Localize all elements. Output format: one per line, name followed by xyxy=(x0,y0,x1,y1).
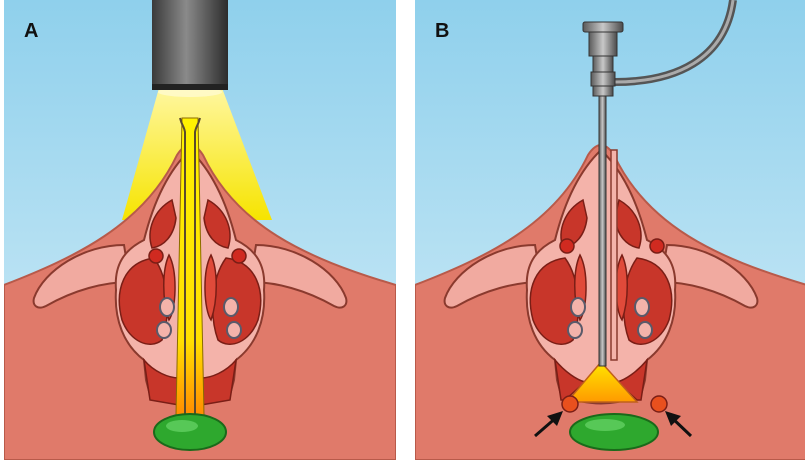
left-ethmoid-cell-1 xyxy=(571,298,585,316)
left-carotid-circle xyxy=(562,396,578,412)
right-carotid-circle xyxy=(651,396,667,412)
pituitary-tumor xyxy=(154,414,226,450)
tumor-highlight xyxy=(166,420,198,432)
panel-a-illustration xyxy=(4,0,396,460)
microscope-lens-rim xyxy=(152,84,228,90)
endoscope-rod xyxy=(599,96,606,366)
right-nerve-dot xyxy=(232,249,246,263)
right-ethmoid-cell-2 xyxy=(227,322,241,338)
panel-label-b: B xyxy=(435,20,449,43)
right-ethmoid-cell-1 xyxy=(635,298,649,316)
panel-label-a: A xyxy=(24,20,38,43)
panel-b-illustration xyxy=(415,0,805,460)
nasal-septum xyxy=(611,150,617,360)
tumor-highlight xyxy=(585,419,625,431)
left-ethmoid-cell-2 xyxy=(568,322,582,338)
right-ethmoid-cell-2 xyxy=(638,322,652,338)
left-nerve-dot xyxy=(560,239,574,253)
right-nerve-dot xyxy=(650,239,664,253)
left-ethmoid-cell-2 xyxy=(157,322,171,338)
panel-b: B xyxy=(415,0,805,460)
left-ethmoid-cell-1 xyxy=(160,298,174,316)
panel-a: A xyxy=(4,0,396,460)
endoscope-body-upper xyxy=(589,32,617,56)
right-ethmoid-cell-1 xyxy=(224,298,238,316)
pituitary-tumor xyxy=(570,414,658,450)
microscope-objective xyxy=(152,0,228,90)
endoscope-light-port xyxy=(591,72,615,86)
left-nerve-dot xyxy=(149,249,163,263)
endoscope-eyepiece xyxy=(583,22,623,32)
